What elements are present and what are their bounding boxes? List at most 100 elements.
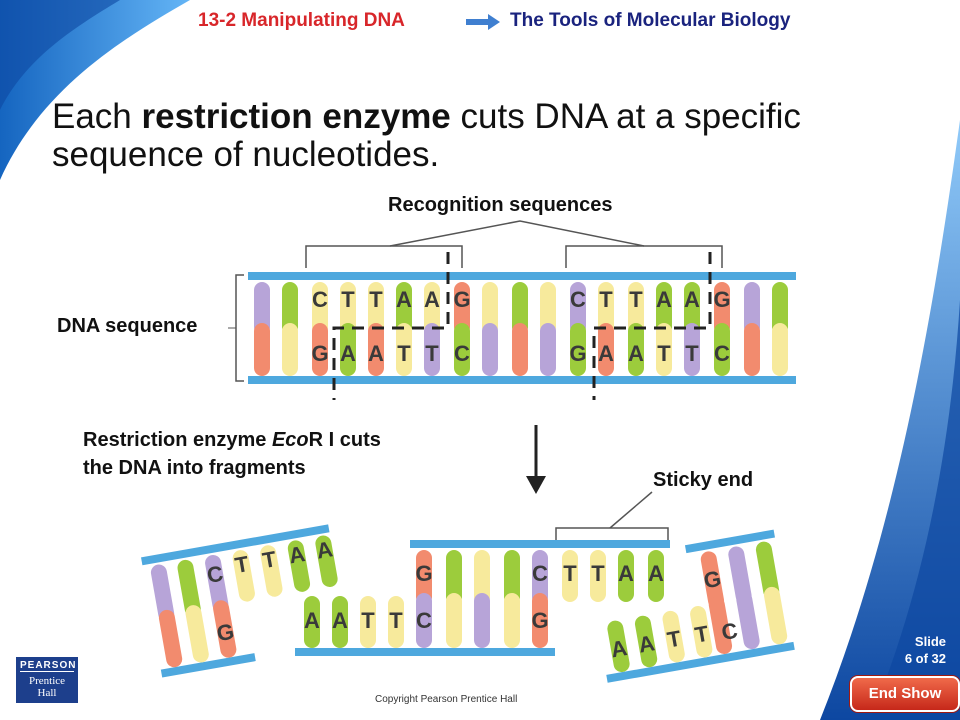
sticky-end-label: Sticky end [653, 469, 754, 491]
base-pair-2-bottom [312, 323, 328, 376]
bottom-letter-b-3: T [657, 341, 671, 366]
base-pair-10-top [540, 282, 556, 335]
top-letter-a-3: A [396, 287, 412, 312]
bottom-letter-b-1: A [598, 341, 614, 366]
base-pair-17-bottom [744, 323, 760, 376]
base-pair-5-bottom [396, 323, 412, 376]
recognition-bracket-right [565, 245, 723, 268]
base-pair-15-top [684, 282, 700, 335]
slide-label: Slide [914, 634, 946, 649]
dna-sequence-label: DNA sequence [57, 315, 198, 337]
mid-frag-bottom-letter-2: T [361, 608, 375, 633]
top-letter-a-0: C [312, 287, 328, 312]
base-pair-16-bottom [714, 323, 730, 376]
base-pair-7-bottom [454, 323, 470, 376]
left-frag-pair-0-bottom [158, 609, 183, 668]
base-pair-8-bottom [482, 323, 498, 376]
mid-frag-single-b-2 [360, 596, 376, 648]
enzyme-label: Restriction enzyme EcoR I cuts the DNA i… [83, 426, 381, 482]
fragment-middle-backbone-top [410, 540, 670, 548]
bottom-letter-b-0: G [569, 341, 586, 366]
base-pair-17-top [744, 282, 760, 335]
fragment-left-backbone [141, 524, 330, 566]
right-frag-single-2 [662, 610, 685, 663]
fragment-middle-backbone-bottom [295, 648, 555, 656]
dna-backbone-top [248, 272, 796, 280]
enzyme-label-pre: Restriction enzyme [83, 429, 272, 451]
right-frag-pair-2-bottom [763, 586, 788, 645]
fragment-right-backbone-top [684, 529, 775, 554]
mid-frag-pair-1-top [446, 550, 462, 605]
top-letter-b-0: C [570, 287, 586, 312]
base-pair-10-bottom [540, 323, 556, 376]
right-frag-single-1 [634, 615, 658, 668]
left-frag-single-4 [260, 545, 283, 597]
bottom-letter-a-5: C [454, 341, 470, 366]
right-frag-bottom-letter-2: T [665, 625, 683, 652]
top-letter-a-1: T [341, 287, 355, 312]
cut-line-left [332, 252, 450, 400]
slide-header: 13-2 Manipulating DNA The Tools of Molec… [0, 8, 960, 36]
right-frag-pair-2-top [755, 541, 780, 599]
topic-title: The Tools of Molecular Biology [510, 10, 791, 31]
base-pair-0-top [254, 282, 270, 335]
mid-frag-pair-3-top [504, 550, 520, 605]
mid-frag-bottom-left: C [416, 608, 432, 633]
mid-frag-top-letter-2: A [618, 561, 634, 586]
right-frag-top-0: G [702, 566, 723, 594]
base-pair-16-top [714, 282, 730, 335]
mid-frag-bottom-letter-1: A [332, 608, 348, 633]
mid-frag-pair-2-bottom [474, 593, 490, 648]
dna-bracket [235, 274, 244, 382]
base-pair-6-bottom [424, 323, 440, 376]
left-frag-top-3: A [287, 541, 307, 568]
base-pair-5-top [396, 282, 412, 335]
top-letter-b-5: G [713, 287, 730, 312]
top-letter-b-4: A [684, 287, 700, 312]
left-frag-top-2: T [261, 546, 279, 573]
logo-line1: PEARSON [20, 657, 75, 672]
copyright: Copyright Pearson Prentice Hall [375, 694, 518, 705]
left-frag-pair-1-bottom [185, 605, 209, 663]
base-pair-0-bottom [254, 323, 270, 376]
mid-frag-single-t-2 [618, 550, 634, 602]
base-pair-9-bottom [512, 323, 528, 376]
base-pair-14-top [656, 282, 672, 335]
recognition-sequences-label: Recognition sequences [388, 194, 613, 216]
base-pair-3-top [340, 282, 356, 335]
enzyme-label-italic: Eco [271, 429, 309, 451]
right-frag-single-3 [690, 606, 713, 658]
end-show-button[interactable]: End Show [850, 676, 960, 712]
base-pair-4-top [368, 282, 384, 335]
recognition-bracket-left [305, 245, 463, 268]
section-title: 13-2 Manipulating DNA [198, 10, 405, 31]
base-pair-13-top [628, 282, 644, 335]
slide-title: Each restriction enzyme cuts DNA at a sp… [52, 98, 912, 174]
mid-frag-bottom-letter-0: A [304, 608, 320, 633]
left-frag-single-5 [287, 540, 311, 592]
mid-frag-pair-0-bottom [416, 593, 432, 648]
base-pair-18-bottom [772, 323, 788, 376]
right-frag-bottom-letter-1: A [637, 630, 657, 657]
mid-frag-top-left: G [415, 561, 432, 586]
enzyme-label-post: R I cuts [308, 429, 381, 451]
bottom-letter-b-4: T [685, 341, 699, 366]
title-bold: restriction enzyme [141, 97, 451, 136]
mid-frag-top-right: C [532, 561, 548, 586]
title-prefix: Each [52, 97, 142, 136]
mid-frag-pair-4-bottom [532, 593, 548, 648]
left-frag-bottom-0: G [215, 619, 236, 647]
top-letter-a-4: A [424, 287, 440, 312]
left-frag-pair-0-top [150, 564, 175, 622]
bottom-letter-b-2: A [628, 341, 644, 366]
right-arrow-icon [466, 14, 500, 30]
mid-frag-top-letter-1: T [591, 561, 605, 586]
mid-frag-pair-2-top [474, 550, 490, 605]
bottom-letter-a-4: T [425, 341, 439, 366]
left-frag-pair-2-top [205, 554, 229, 613]
right-frag-bottom-0: C [720, 618, 740, 645]
